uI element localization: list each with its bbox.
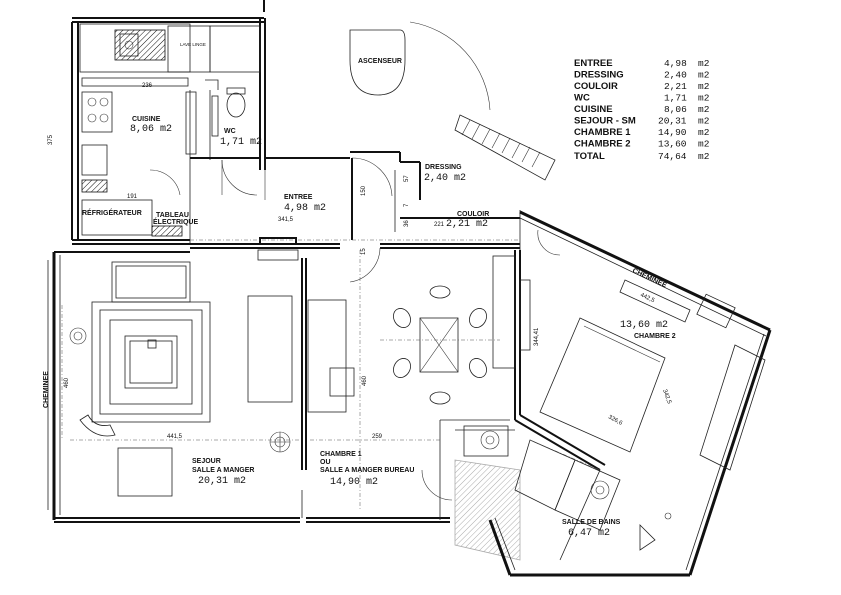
summary-value: 4,98 xyxy=(664,58,687,69)
dim-221: 221 xyxy=(434,222,445,228)
dim-344: 344,41 xyxy=(534,327,540,346)
summary-unit: m2 xyxy=(698,116,710,127)
sejour-label: SEJOUR xyxy=(192,458,221,465)
surface-summary-table: ENTREE 4,98 m2 DRESSING 2,40 m2 COULOIR … xyxy=(574,58,710,162)
sdb-label: SALLE DE BAINS xyxy=(562,519,621,526)
electrique-label: ÉLECTRIQUE xyxy=(153,217,198,226)
summary-name: COULOIR xyxy=(574,81,618,92)
summary-name: CHAMBRE 1 xyxy=(574,127,631,138)
summary-value: 13,60 xyxy=(658,139,687,150)
wc-label: WC xyxy=(224,128,236,135)
refrigerateur-label: RÉFRIGÉRATEUR xyxy=(82,208,142,217)
cuisine-area: 8,06 m2 xyxy=(130,124,172,135)
dim-341: 341,5 xyxy=(278,217,294,223)
sdb-area: 6,47 m2 xyxy=(568,528,610,539)
summary-unit: m2 xyxy=(698,139,710,150)
summary-total-name: TOTAL xyxy=(574,151,605,162)
summary-unit: m2 xyxy=(698,70,710,81)
summary-value: 1,71 xyxy=(664,93,687,104)
summary-name: WC xyxy=(574,93,590,104)
summary-unit: m2 xyxy=(698,93,710,104)
dim-442: 442,5 xyxy=(639,292,656,304)
chambre1-label: CHAMBRE 1 xyxy=(320,451,362,458)
summary-total-value: 74,64 xyxy=(658,151,687,162)
dim-36: 36 xyxy=(404,220,410,227)
dim-460-chambre: 460 xyxy=(362,375,368,386)
stair-icon xyxy=(454,114,556,181)
wc-area: 1,71 m2 xyxy=(220,137,262,148)
sejour-area: 20,31 m2 xyxy=(198,476,246,487)
dim-259: 259 xyxy=(372,434,383,440)
dim-326: 326,6 xyxy=(607,414,624,427)
dressing-label: DRESSING xyxy=(425,164,462,171)
summary-name: DRESSING xyxy=(574,70,624,81)
summary-name: ENTREE xyxy=(574,58,613,69)
entry-fixtures xyxy=(190,21,556,283)
sejour-sublabel: SALLE A MANGER xyxy=(192,467,254,474)
dim-375: 375 xyxy=(48,134,54,145)
bedroom1-furniture xyxy=(307,250,516,510)
tableau-label: TABLEAU xyxy=(156,212,189,219)
living-furniture xyxy=(61,261,300,497)
dim-7: 7 xyxy=(404,203,410,207)
dim-150: 150 xyxy=(361,185,367,196)
kitchen-fixtures xyxy=(79,23,261,237)
summary-value: 14,90 xyxy=(658,127,687,138)
dressing-area: 2,40 m2 xyxy=(424,173,466,184)
cheminee-sejour-label: CHEMINEE xyxy=(43,371,50,408)
summary-value: 20,31 xyxy=(658,116,687,127)
summary-name: CHAMBRE 2 xyxy=(574,139,630,150)
cuisine-label: CUISINE xyxy=(132,116,161,123)
summary-value: 8,06 xyxy=(664,104,687,115)
chambre1-area: 14,90 m2 xyxy=(330,477,378,488)
dim-236: 236 xyxy=(142,83,153,89)
summary-value: 2,21 xyxy=(664,81,687,92)
lave-linge-label: LAVE LINGE xyxy=(180,42,206,47)
bedroom2-furniture xyxy=(519,229,766,471)
entree-label: ENTREE xyxy=(284,194,313,201)
couloir-label: COULOIR xyxy=(457,211,489,218)
dim-342: 342,5 xyxy=(661,389,672,406)
room-labels: CUISINE 8,06 m2 WC 1,71 m2 ENTREE 4,98 m… xyxy=(43,42,676,539)
couloir-area: 2,21 m2 xyxy=(446,219,488,230)
chambre1-sublabel: SALLE A MANGER BUREAU xyxy=(320,467,414,474)
chambre2-area: 13,60 m2 xyxy=(620,320,668,331)
ascenseur-label: ASCENSEUR xyxy=(358,58,402,65)
summary-unit: m2 xyxy=(698,104,710,115)
summary-value: 2,40 xyxy=(664,70,687,81)
dim-441: 441,5 xyxy=(167,434,183,440)
entree-area: 4,98 m2 xyxy=(284,203,326,214)
chambre2-label: CHAMBRE 2 xyxy=(634,333,676,340)
summary-name: SEJOUR - SM xyxy=(574,116,636,127)
summary-unit: m2 xyxy=(698,58,710,69)
dim-57: 57 xyxy=(404,175,410,182)
summary-name: CUISINE xyxy=(574,104,613,115)
summary-total-unit: m2 xyxy=(698,151,710,162)
dim-460-sejour: 460 xyxy=(64,377,70,388)
dim-15: 15 xyxy=(361,248,367,255)
chambre1-or: OU xyxy=(320,459,331,466)
summary-unit: m2 xyxy=(698,127,710,138)
summary-unit: m2 xyxy=(698,81,710,92)
dim-191: 191 xyxy=(127,194,138,200)
bathroom-fixtures xyxy=(421,425,672,561)
